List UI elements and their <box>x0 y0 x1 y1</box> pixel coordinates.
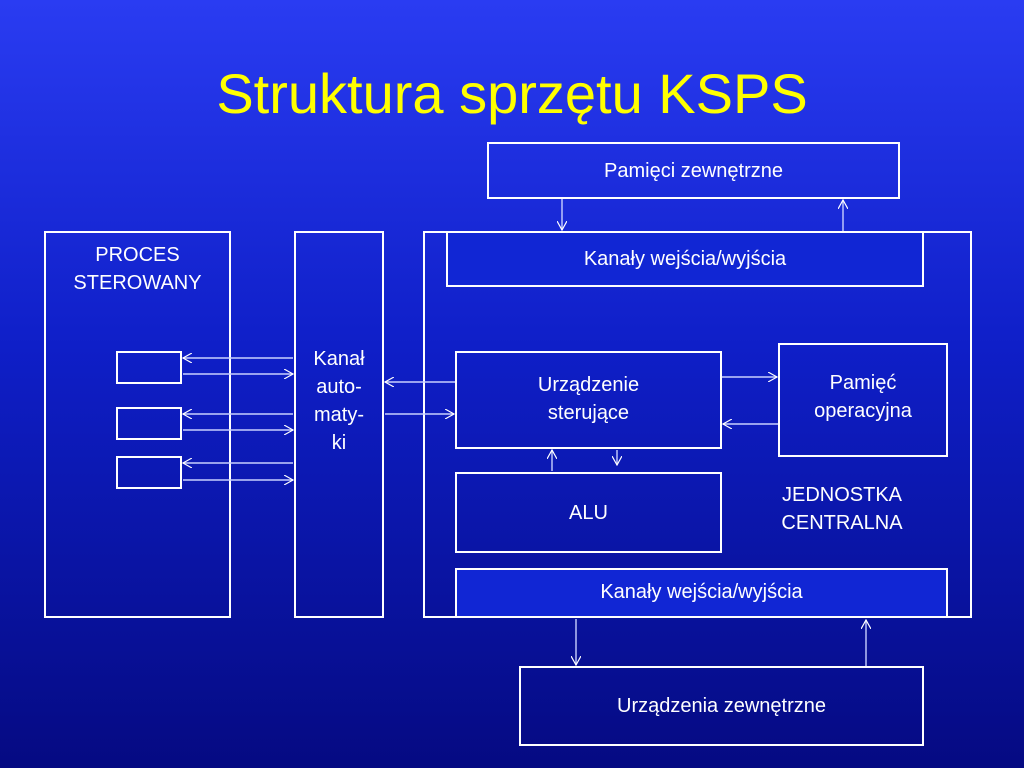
kanal-automatyki-label: Kanał auto- maty- ki <box>313 348 365 454</box>
pamiec-operacyjna-label: Pamięć operacyjna <box>814 372 912 422</box>
kanal-automatyki-block: Kanał auto- maty- ki <box>294 231 384 618</box>
urzadzenie-sterujace-label: Urządzenie sterujące <box>537 374 640 424</box>
urzadzenia-zewnetrzne-label: Urządzenia zewnętrzne <box>617 695 826 717</box>
proces-sterowany-label: PROCES STEROWANY <box>73 244 202 294</box>
pamieci-zewnetrzne-block: Pamięci zewnętrzne <box>487 142 900 199</box>
process-element-2 <box>116 407 182 440</box>
pamiec-operacyjna-block: Pamięć operacyjna <box>778 343 948 457</box>
jednostka-centralna-label: JEDNOSTKA CENTRALNA <box>781 484 903 534</box>
pamieci-zewnetrzne-label: Pamięci zewnętrzne <box>604 159 783 182</box>
urzadzenie-sterujace-block: Urządzenie sterujące <box>455 351 722 449</box>
alu-block: ALU <box>455 472 722 553</box>
kanaly-we-wy-top-block: Kanały wejścia/wyjścia <box>446 231 924 287</box>
proces-sterowany-block: PROCES STEROWANY <box>44 231 231 618</box>
process-element-1 <box>116 351 182 384</box>
kanaly-we-wy-top-label: Kanały wejścia/wyjścia <box>583 248 787 270</box>
slide-title: Struktura sprzętu KSPS <box>216 62 808 125</box>
alu-label: ALU <box>569 501 608 524</box>
kanaly-we-wy-bottom-block: Kanały wejścia/wyjścia <box>455 568 948 618</box>
process-element-3 <box>116 456 182 489</box>
kanaly-we-wy-bottom-label: Kanały wejścia/wyjścia <box>600 581 803 603</box>
urzadzenia-zewnetrzne-block: Urządzenia zewnętrzne <box>519 666 924 746</box>
